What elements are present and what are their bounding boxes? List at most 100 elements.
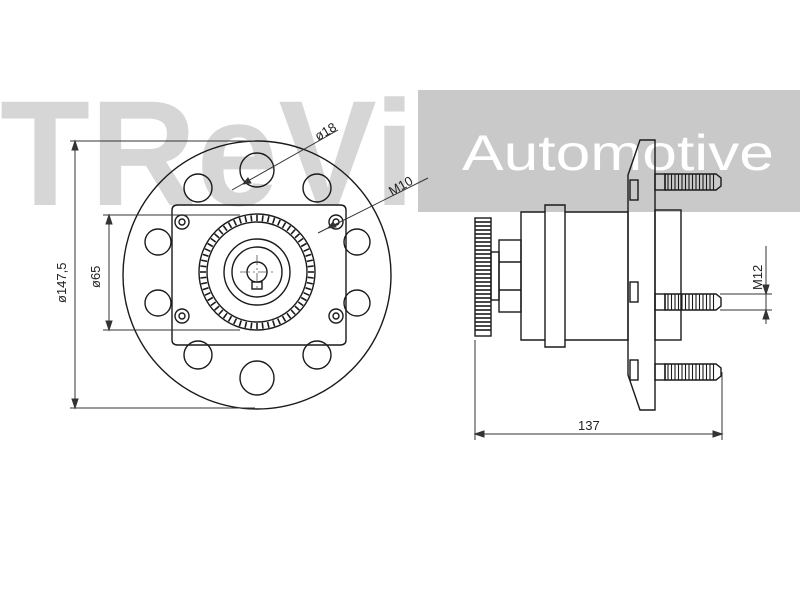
- watermark-tagline: Automotive: [462, 125, 774, 181]
- abs-tooth: [281, 222, 287, 229]
- abs-tooth: [202, 253, 209, 257]
- abs-tooth: [272, 320, 276, 327]
- abs-tooth: [207, 296, 214, 302]
- side-flange-plate: [627, 139, 656, 411]
- abs-tooth: [300, 242, 307, 248]
- flange-hole: [302, 340, 332, 370]
- mount-bolt-hole: [174, 308, 190, 324]
- abs-tooth: [276, 219, 281, 226]
- mount-bolt-hole: [332, 312, 340, 320]
- abs-tooth: [306, 259, 313, 263]
- abs-tooth: [204, 291, 211, 296]
- side-flange-boss: [629, 179, 639, 201]
- abs-tooth: [200, 276, 207, 279]
- side-view: [474, 139, 722, 411]
- abs-tooth: [238, 320, 242, 327]
- side-bearing-neck: [490, 251, 500, 301]
- abs-tooth: [222, 225, 228, 232]
- mount-bolt-hole: [328, 214, 344, 230]
- abs-tooth: [244, 321, 248, 328]
- watermark-band: [418, 90, 800, 212]
- abs-tooth: [201, 259, 208, 263]
- dim-label-outer-diameter: ø147,5: [54, 263, 69, 303]
- flange-hole: [183, 173, 213, 203]
- side-bearing-body: [520, 204, 629, 348]
- abs-tooth: [210, 237, 217, 243]
- abs-tooth: [294, 305, 300, 311]
- dim-label-overall-length: 137: [578, 418, 600, 433]
- mount-bolt-hole: [328, 308, 344, 324]
- abs-tooth: [297, 237, 304, 243]
- abs-ring-inner: [206, 221, 308, 323]
- abs-tooth: [276, 318, 281, 325]
- stud-shank: [654, 363, 666, 381]
- abs-tooth: [227, 315, 233, 322]
- abs-tooth: [238, 217, 242, 224]
- abs-tooth: [290, 229, 296, 235]
- flange-hole: [144, 228, 172, 256]
- abs-tooth: [306, 281, 313, 285]
- dim-label-pilot-diameter: ø65: [88, 266, 103, 288]
- abs-tooth: [214, 305, 220, 311]
- stud-body: [664, 293, 722, 311]
- front-view-dimensions: [70, 129, 429, 410]
- stud-body: [664, 173, 722, 191]
- abs-tooth: [307, 265, 314, 268]
- abs-tooth: [261, 215, 264, 222]
- watermark: TReVi Automotive: [0, 69, 800, 237]
- wheel-studs: [654, 173, 722, 381]
- hub-circle-outer: [223, 238, 291, 306]
- abs-tooth: [207, 242, 214, 248]
- abs-tooth: [286, 225, 292, 232]
- mount-bolt-hole: [178, 312, 186, 320]
- abs-tooth: [297, 301, 304, 307]
- mount-bolt-hole: [178, 218, 186, 226]
- abs-tooth: [202, 287, 209, 291]
- abs-tooth: [307, 276, 314, 279]
- abs-ring-teeth: [200, 215, 314, 329]
- abs-tooth: [233, 318, 238, 325]
- flange-hole: [239, 360, 275, 396]
- hub-circle-mid: [231, 246, 283, 298]
- side-flange-boss: [629, 281, 639, 303]
- flange-hole: [343, 228, 371, 256]
- side-abs-ring-teeth: [475, 221, 491, 331]
- abs-tooth: [294, 233, 300, 239]
- flange-hole: [183, 340, 213, 370]
- stud-body: [664, 363, 722, 381]
- abs-tooth: [204, 248, 211, 253]
- abs-tooth: [303, 291, 310, 296]
- abs-tooth: [250, 215, 253, 222]
- abs-tooth: [266, 216, 270, 223]
- side-flange-boss: [629, 359, 639, 381]
- side-bearing-collar: [498, 239, 522, 313]
- abs-tooth: [222, 312, 228, 319]
- abs-tooth: [290, 309, 296, 315]
- abs-tooth: [300, 296, 307, 302]
- abs-tooth: [244, 216, 248, 223]
- abs-tooth: [250, 322, 253, 329]
- abs-tooth: [305, 253, 312, 257]
- center-lines: [240, 255, 274, 289]
- flange-hole: [239, 152, 275, 188]
- flange-outer-circle: [122, 140, 392, 410]
- flange-hole: [144, 289, 172, 317]
- abs-tooth: [266, 321, 270, 328]
- abs-tooth: [218, 229, 224, 235]
- abs-tooth: [261, 322, 264, 329]
- abs-tooth: [218, 309, 224, 315]
- abs-tooth: [305, 287, 312, 291]
- flange-hole: [343, 289, 371, 317]
- side-hub-pilot: [654, 209, 682, 341]
- abs-tooth: [286, 312, 292, 319]
- flange-hole: [302, 173, 332, 203]
- abs-tooth: [210, 301, 217, 307]
- abs-ring-outer: [198, 213, 316, 331]
- abs-tooth: [227, 222, 233, 229]
- side-view-dimensions: [473, 246, 772, 440]
- central-square-flange: [171, 204, 347, 346]
- abs-tooth: [214, 233, 220, 239]
- dim-label-stud-thread: M12: [750, 265, 765, 290]
- watermark-brand-text: TReVi: [0, 69, 415, 237]
